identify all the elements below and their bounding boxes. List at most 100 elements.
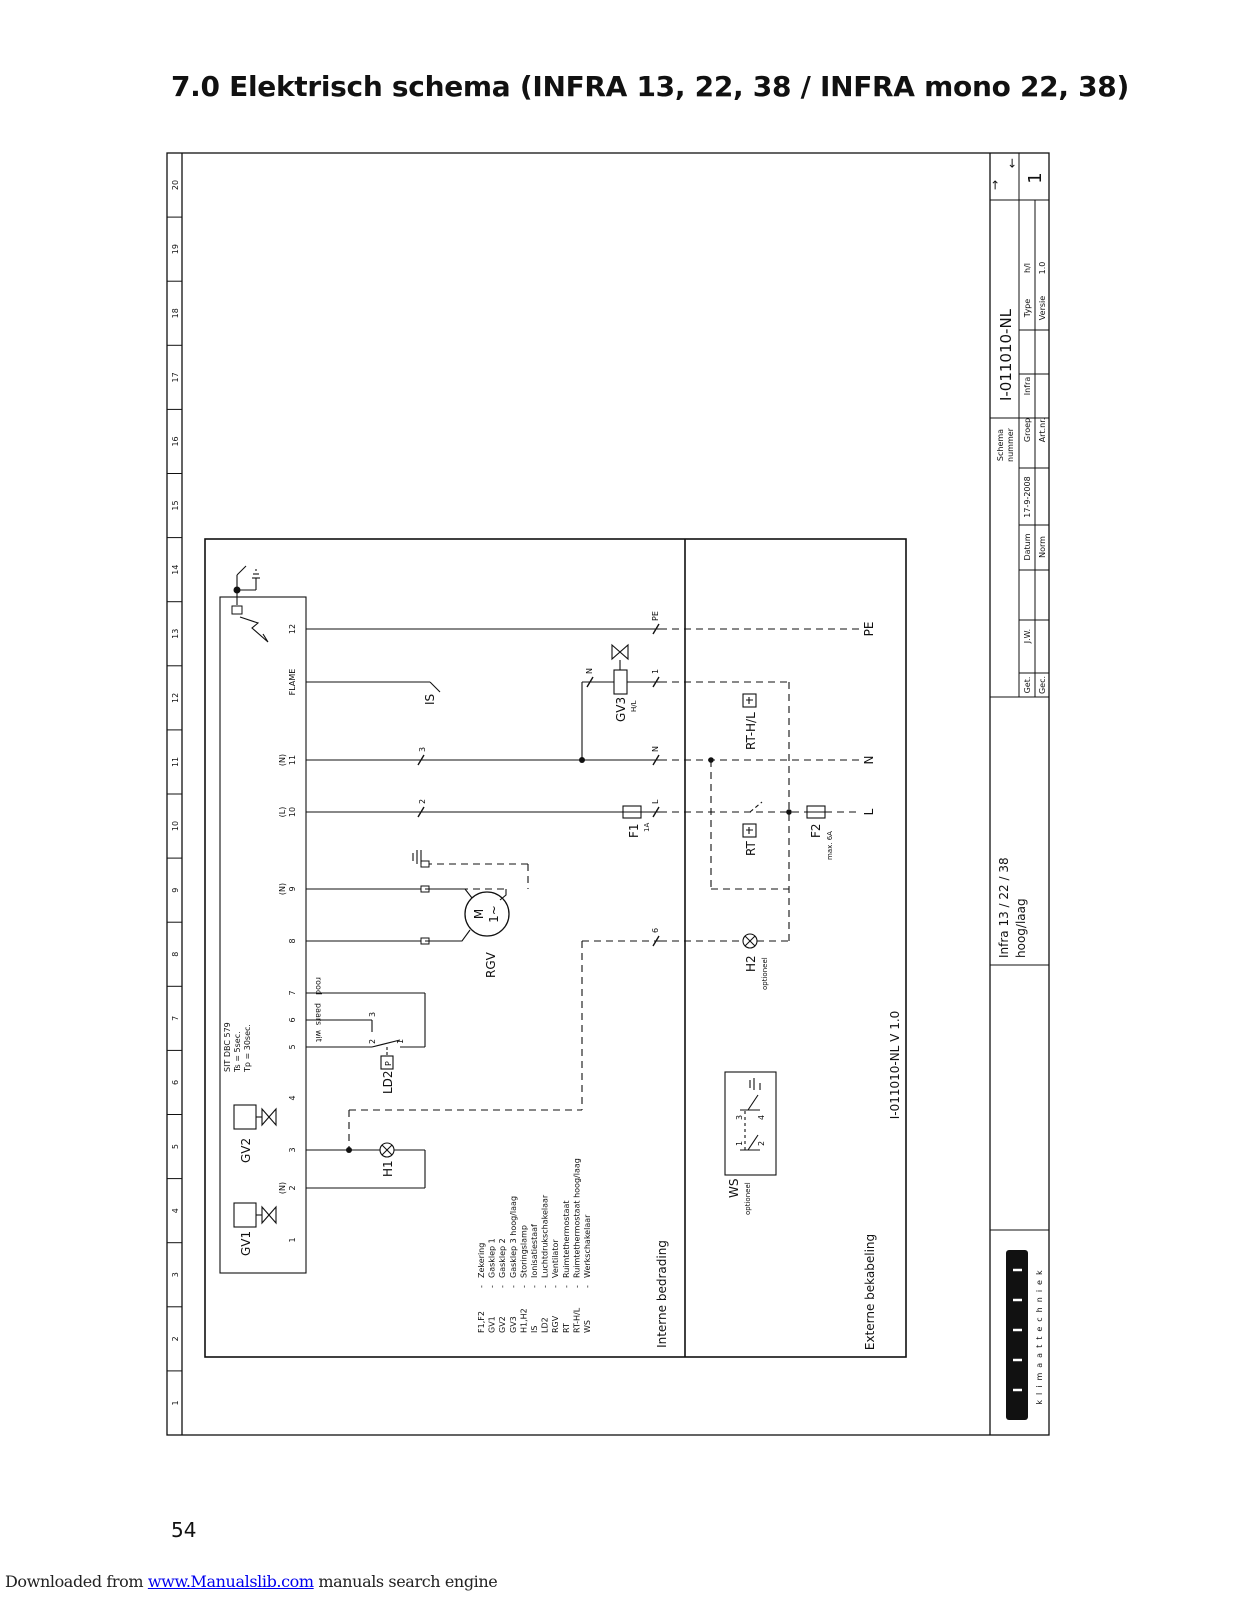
column-number: 20 — [171, 180, 180, 190]
l-junction-external — [786, 809, 792, 815]
column-number: 15 — [171, 500, 180, 510]
fan-motor: M 1~ — [464, 891, 510, 937]
motor-phase-label: 1~ — [487, 905, 501, 923]
rthl-label: RT-H/L — [744, 712, 758, 750]
version-label: I-011010-NL V 1.0 — [888, 1011, 902, 1120]
wire-wit: wit — [314, 1030, 323, 1042]
controller-labels: SIT DBC 579 Ts = 5sec. Tp = 30sec. — [223, 1022, 252, 1073]
label-type: Type — [1023, 299, 1032, 318]
sheet-number: 1 — [1025, 172, 1046, 183]
external-dashed-wiring — [660, 628, 860, 942]
f2-sub-label: max. 6A — [826, 831, 834, 860]
ground-junction — [233, 586, 241, 594]
wire-color-labels: wit paars rood — [314, 977, 323, 1042]
legend-description: Ruimtethermostaat hoog/laag — [572, 1158, 581, 1278]
column-number: 3 — [171, 1272, 180, 1277]
terminal-number: 1 — [288, 1237, 297, 1242]
terminal-number: 6 — [288, 1017, 297, 1022]
ld2-contact-2: 2 — [368, 1039, 377, 1044]
mark-1: 1 — [651, 669, 660, 674]
terminal-number: 12 — [288, 624, 297, 634]
label-gec: Gec. — [1038, 676, 1047, 694]
label-nummer: nummer — [1006, 427, 1015, 462]
arrow-up-icon: ← — [1005, 158, 1019, 168]
column-number: 13 — [171, 629, 180, 639]
ionisation-electrode — [231, 605, 243, 615]
legend-description: Gasklep 1 — [488, 1238, 497, 1278]
wire-rood: rood — [314, 977, 323, 995]
ld2-contact-1: 1 — [396, 1039, 405, 1044]
column-number: 4 — [171, 1208, 180, 1213]
h1-label: H1 — [381, 1160, 395, 1177]
wire-marks: 3 2 PE 1 N N L 6 — [418, 611, 660, 933]
mark-n-wire: N — [651, 746, 660, 752]
n-junction-internal — [579, 757, 585, 763]
column-number: 17 — [171, 372, 180, 382]
legend-description: Ionisatiestaaf — [530, 1224, 539, 1278]
legend-code: GV2 — [498, 1316, 507, 1333]
rgv-label: RGV — [484, 951, 498, 978]
label-groep: Groep — [1023, 418, 1032, 442]
output-n: N — [862, 756, 876, 765]
column-number: 18 — [171, 308, 180, 318]
legend-code: H1,H2 — [519, 1308, 528, 1333]
column-number: 7 — [171, 1016, 180, 1021]
legend-dash: - — [551, 1285, 560, 1288]
legend-code: IS — [530, 1326, 539, 1333]
column-number: 12 — [171, 693, 180, 703]
arrow-left-icon: → — [988, 180, 1002, 190]
terminal-signal: (L) — [278, 807, 287, 818]
legend-code: GV3 — [509, 1316, 518, 1333]
mark-l-wire: L — [651, 799, 660, 804]
output-l: L — [862, 808, 876, 815]
output-labels: PE N L — [862, 622, 876, 816]
footer-prefix: Downloaded from — [5, 1572, 148, 1591]
gv1-valve — [233, 1202, 277, 1228]
label-datum: Datum — [1023, 533, 1032, 560]
ws-switch-box — [724, 1071, 777, 1176]
legend-dash: - — [519, 1285, 528, 1288]
n-junction-external — [708, 757, 714, 763]
wire-tick-marks — [417, 623, 660, 947]
legend-description: Zekering — [477, 1243, 486, 1278]
ld2-pressure-switch — [371, 1039, 401, 1070]
column-number: 8 — [171, 952, 180, 957]
controller-ts: Ts = 5sec. — [233, 1031, 242, 1073]
legend-code: RT — [562, 1323, 571, 1333]
value-get: J.W. — [1023, 629, 1032, 644]
terminal-number: 4 — [288, 1095, 297, 1100]
page-title: 7.0 Elektrisch schema (INFRA 13, 22, 38 … — [171, 70, 1129, 103]
column-number: 9 — [171, 888, 180, 893]
gv3-label: GV3 — [614, 697, 628, 722]
legend-description: Storingslamp — [519, 1225, 528, 1278]
manualslib-link[interactable]: www.Manualslib.com — [147, 1572, 314, 1591]
output-pe: PE — [862, 622, 876, 637]
terminal-number: 10 — [288, 807, 297, 817]
ws-contact-4: 4 — [757, 1115, 766, 1120]
terminal-number: 8 — [288, 938, 297, 943]
legend-description: Ventilator — [551, 1239, 560, 1278]
ground-connector — [420, 860, 430, 868]
download-footer: Downloaded from www.Manualslib.com manua… — [5, 1572, 498, 1591]
terminal-number: 2 — [288, 1185, 297, 1190]
column-number: 11 — [171, 757, 180, 767]
terminal-signal: (N) — [278, 754, 287, 766]
legend-code: GV1 — [488, 1316, 497, 1333]
rt-label: RT — [744, 841, 758, 856]
label-schema: Schema — [996, 429, 1005, 461]
controller-tp: Tp = 30sec. — [243, 1024, 252, 1073]
brand-logo: klimaattechniek — [1006, 1250, 1044, 1420]
ws-sub-label: optioneel — [744, 1182, 752, 1215]
column-number: 19 — [171, 244, 180, 254]
legend-dash: - — [562, 1285, 571, 1288]
legend-dash: - — [509, 1285, 518, 1288]
gv3-valve — [611, 643, 629, 695]
terminal-number: 11 — [288, 755, 297, 765]
terminal-number: 3 — [288, 1147, 297, 1152]
legend-dash: - — [477, 1285, 486, 1288]
ld2-label: LD2 — [381, 1070, 395, 1094]
f2-label: F2 — [809, 823, 823, 838]
mark-pe-wire: PE — [651, 611, 660, 621]
